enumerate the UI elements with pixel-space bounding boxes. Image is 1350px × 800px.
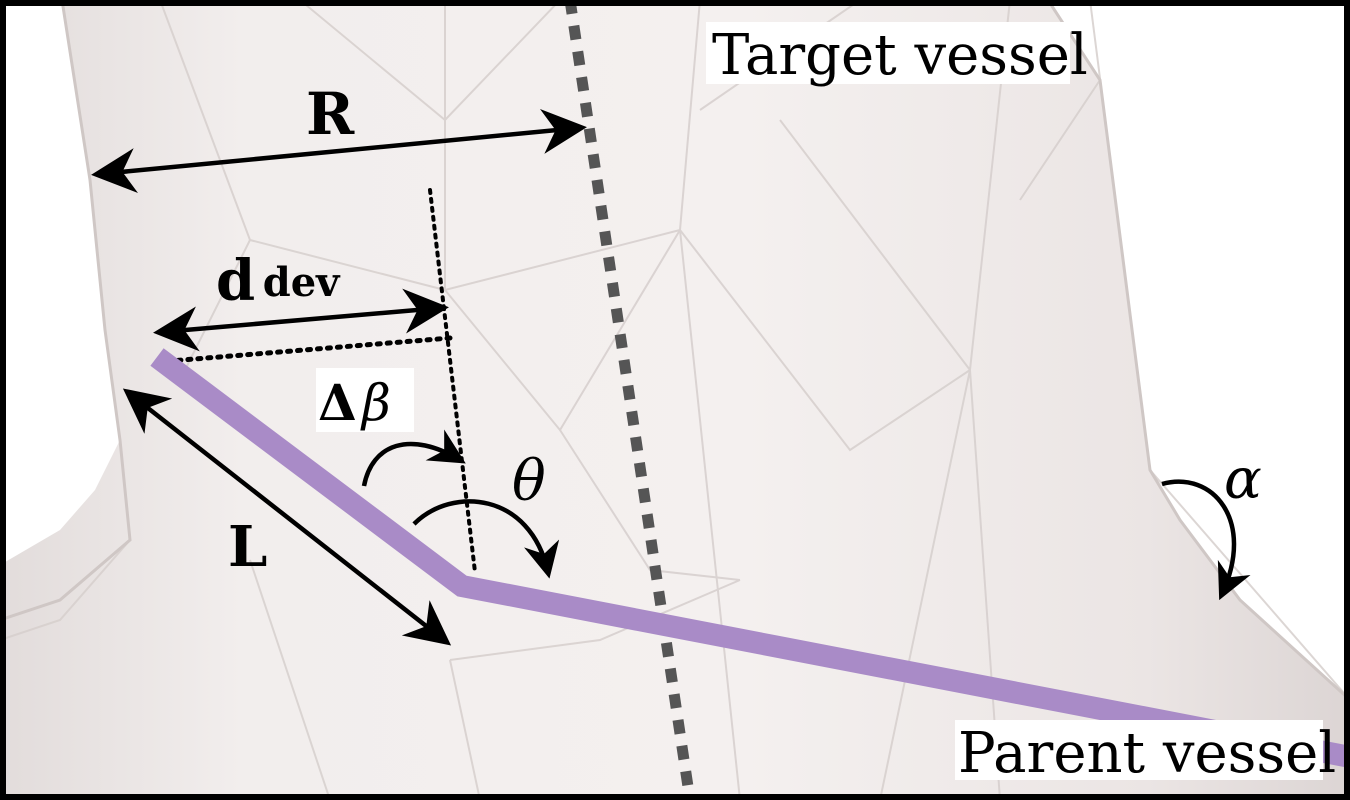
parent-vessel-label: Parent vessel — [958, 721, 1336, 786]
radius-arrow — [91, 109, 587, 193]
length-label: L — [228, 514, 267, 580]
target-vessel-label-bg — [706, 22, 1070, 84]
theta-label: θ — [512, 449, 546, 514]
device-axis-dotted-line — [428, 188, 477, 574]
vessel-edges — [0, 0, 1350, 702]
radius-label: R — [306, 80, 355, 148]
theta-arc — [412, 499, 560, 579]
delta-beta-delta: Δ — [318, 373, 357, 432]
length-arrow — [122, 388, 452, 646]
target-centerline — [564, 0, 696, 800]
deviation-label: d dev — [216, 248, 341, 314]
delta-beta-beta: β — [360, 374, 391, 432]
target-vessel-label: Target vessel — [712, 23, 1088, 88]
parent-vessel-label-bg — [955, 720, 1323, 780]
deviation-arrow — [153, 288, 449, 352]
delta-beta-label: Δ β — [318, 373, 391, 432]
delta-beta-label-bg — [316, 368, 414, 432]
deviation-label-main: d — [216, 248, 255, 314]
alpha-label: α — [1224, 447, 1262, 512]
alpha-arc — [1161, 479, 1251, 601]
deviation-label-sub: dev — [263, 259, 341, 306]
delta-beta-arc — [361, 429, 466, 487]
